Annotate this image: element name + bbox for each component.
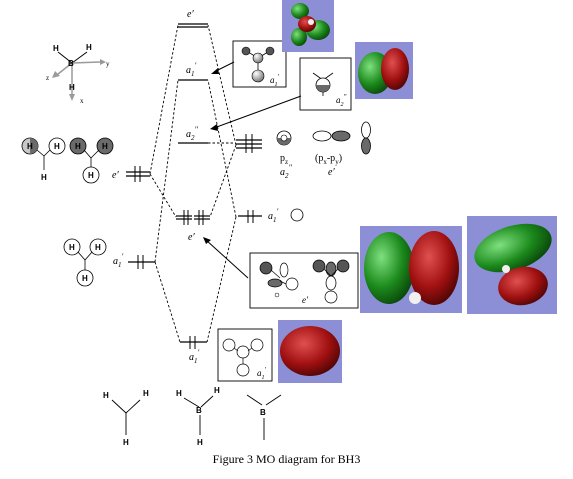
box-a1-antibonding: a1′ — [232, 40, 287, 88]
box-e-bonding: e′ — [249, 252, 359, 309]
atom-h-label: H — [41, 173, 47, 182]
b-s-label: a1′ — [268, 207, 279, 224]
atom-h-label: H — [143, 389, 149, 398]
h3-e-orbital-2: H H H — [69, 137, 114, 184]
h3-a1-label: a1′ — [113, 252, 124, 269]
figure-caption: Figure 3 MO diagram for BH3 — [212, 452, 361, 466]
atom-h-label: H — [75, 142, 81, 151]
h3-a1-orbital: H H H — [63, 238, 107, 287]
atom-h-label: H — [69, 243, 75, 252]
orbital-render-a1-bonding — [278, 320, 342, 383]
h3-e-orbital-1: H H H — [21, 137, 66, 182]
atom-h-label: H — [197, 438, 203, 447]
level-label-e-top: e′ — [187, 9, 194, 20]
b-pz-orbital — [276, 130, 292, 146]
b-p-levels — [236, 134, 262, 153]
atom-h-label: H — [54, 142, 60, 151]
correlation-lines — [149, 24, 237, 343]
atom-h-label: H — [88, 171, 94, 180]
atom-b-label: B — [196, 406, 202, 415]
box-a1-bonding: a1′ — [217, 328, 273, 382]
b-pxpy-sym-label: e′ — [328, 167, 335, 178]
h3-e-level: e′ — [112, 166, 150, 182]
b-px-orbital — [312, 130, 351, 142]
b-s-orbital — [290, 208, 304, 222]
h3-e-label: e′ — [112, 170, 119, 181]
box-a2-nonbonding: a2″ — [299, 57, 352, 111]
orbital-render-e-bonding-2 — [467, 216, 557, 314]
box2-label: a2″ — [336, 93, 347, 108]
atom-h-label: H — [103, 391, 109, 400]
mo-level-labels: e′ a1′ a2″ e′ a1′ — [186, 9, 200, 365]
orbital-render-a2 — [355, 42, 413, 99]
orbital-render-e-bonding-1 — [360, 226, 462, 313]
box1-label: a1′ — [270, 73, 280, 88]
b-pz-sym-label: a2″ — [280, 163, 293, 180]
b-s-level: a1′ — [238, 207, 304, 224]
atom-h-label: H — [53, 44, 59, 53]
atom-h-label: H — [69, 83, 75, 92]
atom-h-label: H — [95, 243, 101, 252]
atom-h-label: H — [123, 438, 129, 447]
atom-h-label: H — [86, 43, 92, 52]
atom-b-label: B — [68, 59, 74, 68]
atom-h-label: H — [214, 386, 220, 395]
axis-y-label: y — [106, 60, 110, 68]
level-label-a1-bond: a1′ — [189, 348, 200, 365]
box4-label: a1′ — [257, 366, 267, 381]
atom-h-label: H — [27, 142, 33, 151]
level-label-a1-star: a1′ — [186, 61, 197, 78]
h3-a1-level: a1′ — [113, 252, 155, 269]
level-label-a2: a2″ — [186, 125, 199, 142]
axis-z-label: z — [46, 74, 49, 82]
atom-h-label: H — [82, 274, 88, 283]
atom-b-label: B — [260, 408, 266, 417]
mo-levels — [176, 23, 210, 349]
structure-b-skeleton: B — [246, 394, 282, 440]
coordinate-molecule: H H B H y z x — [46, 43, 110, 105]
box3-label: e′ — [302, 295, 309, 305]
level-label-e-bond: e′ — [188, 232, 195, 243]
axis-x-label: x — [80, 97, 84, 105]
atom-h-label: H — [176, 389, 182, 398]
structure-bh3-with-b: B H H H — [176, 386, 220, 447]
atom-h-label: H — [102, 142, 108, 151]
b-pz-label: pz — [280, 153, 288, 166]
b-pxpy-label: (px-py) — [315, 153, 342, 166]
b-py-orbital — [361, 121, 371, 155]
structure-bh3-skeleton: H H H — [103, 389, 149, 447]
orbital-render-e-antibonding — [282, 0, 334, 52]
